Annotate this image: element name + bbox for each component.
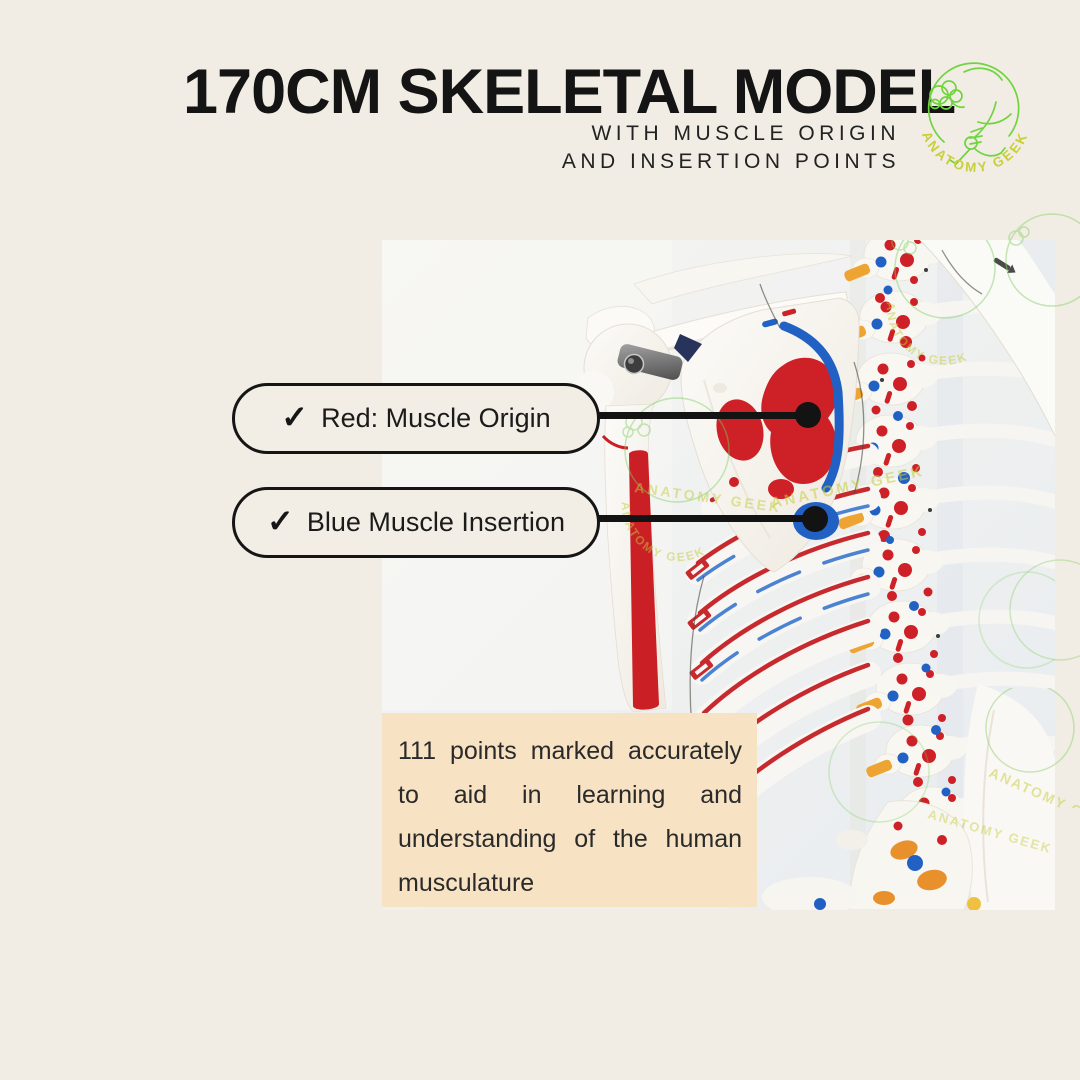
anatomy-geek-logo: ANATOMY GEEK. <box>908 50 1031 175</box>
spine-origin-marks <box>871 276 968 849</box>
logo-skeleton-icon <box>927 62 1020 165</box>
callout-line-insertion <box>592 515 815 522</box>
logo-brand-text: ANATOMY GEEK. <box>908 50 1031 175</box>
mounting-clamp <box>617 334 702 380</box>
callout-blue-insertion-label: Blue Muscle Insertion <box>306 507 565 537</box>
check-icon: ✓ <box>281 398 309 435</box>
description-line: understanding of the human <box>398 825 742 853</box>
callout-line-origin <box>592 412 808 419</box>
page-title: 170CM SKELETAL MODEL <box>183 57 956 127</box>
callout-dot-origin <box>795 402 821 428</box>
callout-red-origin-label: Red: Muscle Origin <box>321 403 551 433</box>
pelvis <box>762 684 1055 910</box>
page-subtitle: WITH MUSCLE ORIGIN AND INSERTION POINTS <box>562 120 900 176</box>
subtitle-line-2: AND INSERTION POINTS <box>561 150 900 173</box>
callout-blue-insertion: ✓ Blue Muscle Insertion <box>232 487 600 558</box>
description-box: 111 points marked accurately to aid in l… <box>382 713 757 907</box>
description-line: 111 points marked accurately <box>398 737 742 765</box>
callout-red-origin: ✓ Red: Muscle Origin <box>232 383 600 454</box>
sacrum-ligament-marks <box>873 840 947 905</box>
description-line: musculature <box>398 869 535 897</box>
description-line: to aid in learning and <box>398 781 742 809</box>
callout-dot-insertion <box>802 506 828 532</box>
subtitle-line-1: WITH MUSCLE ORIGIN <box>591 122 900 145</box>
spine-insertion-marks <box>883 285 963 859</box>
check-icon: ✓ <box>267 502 294 539</box>
